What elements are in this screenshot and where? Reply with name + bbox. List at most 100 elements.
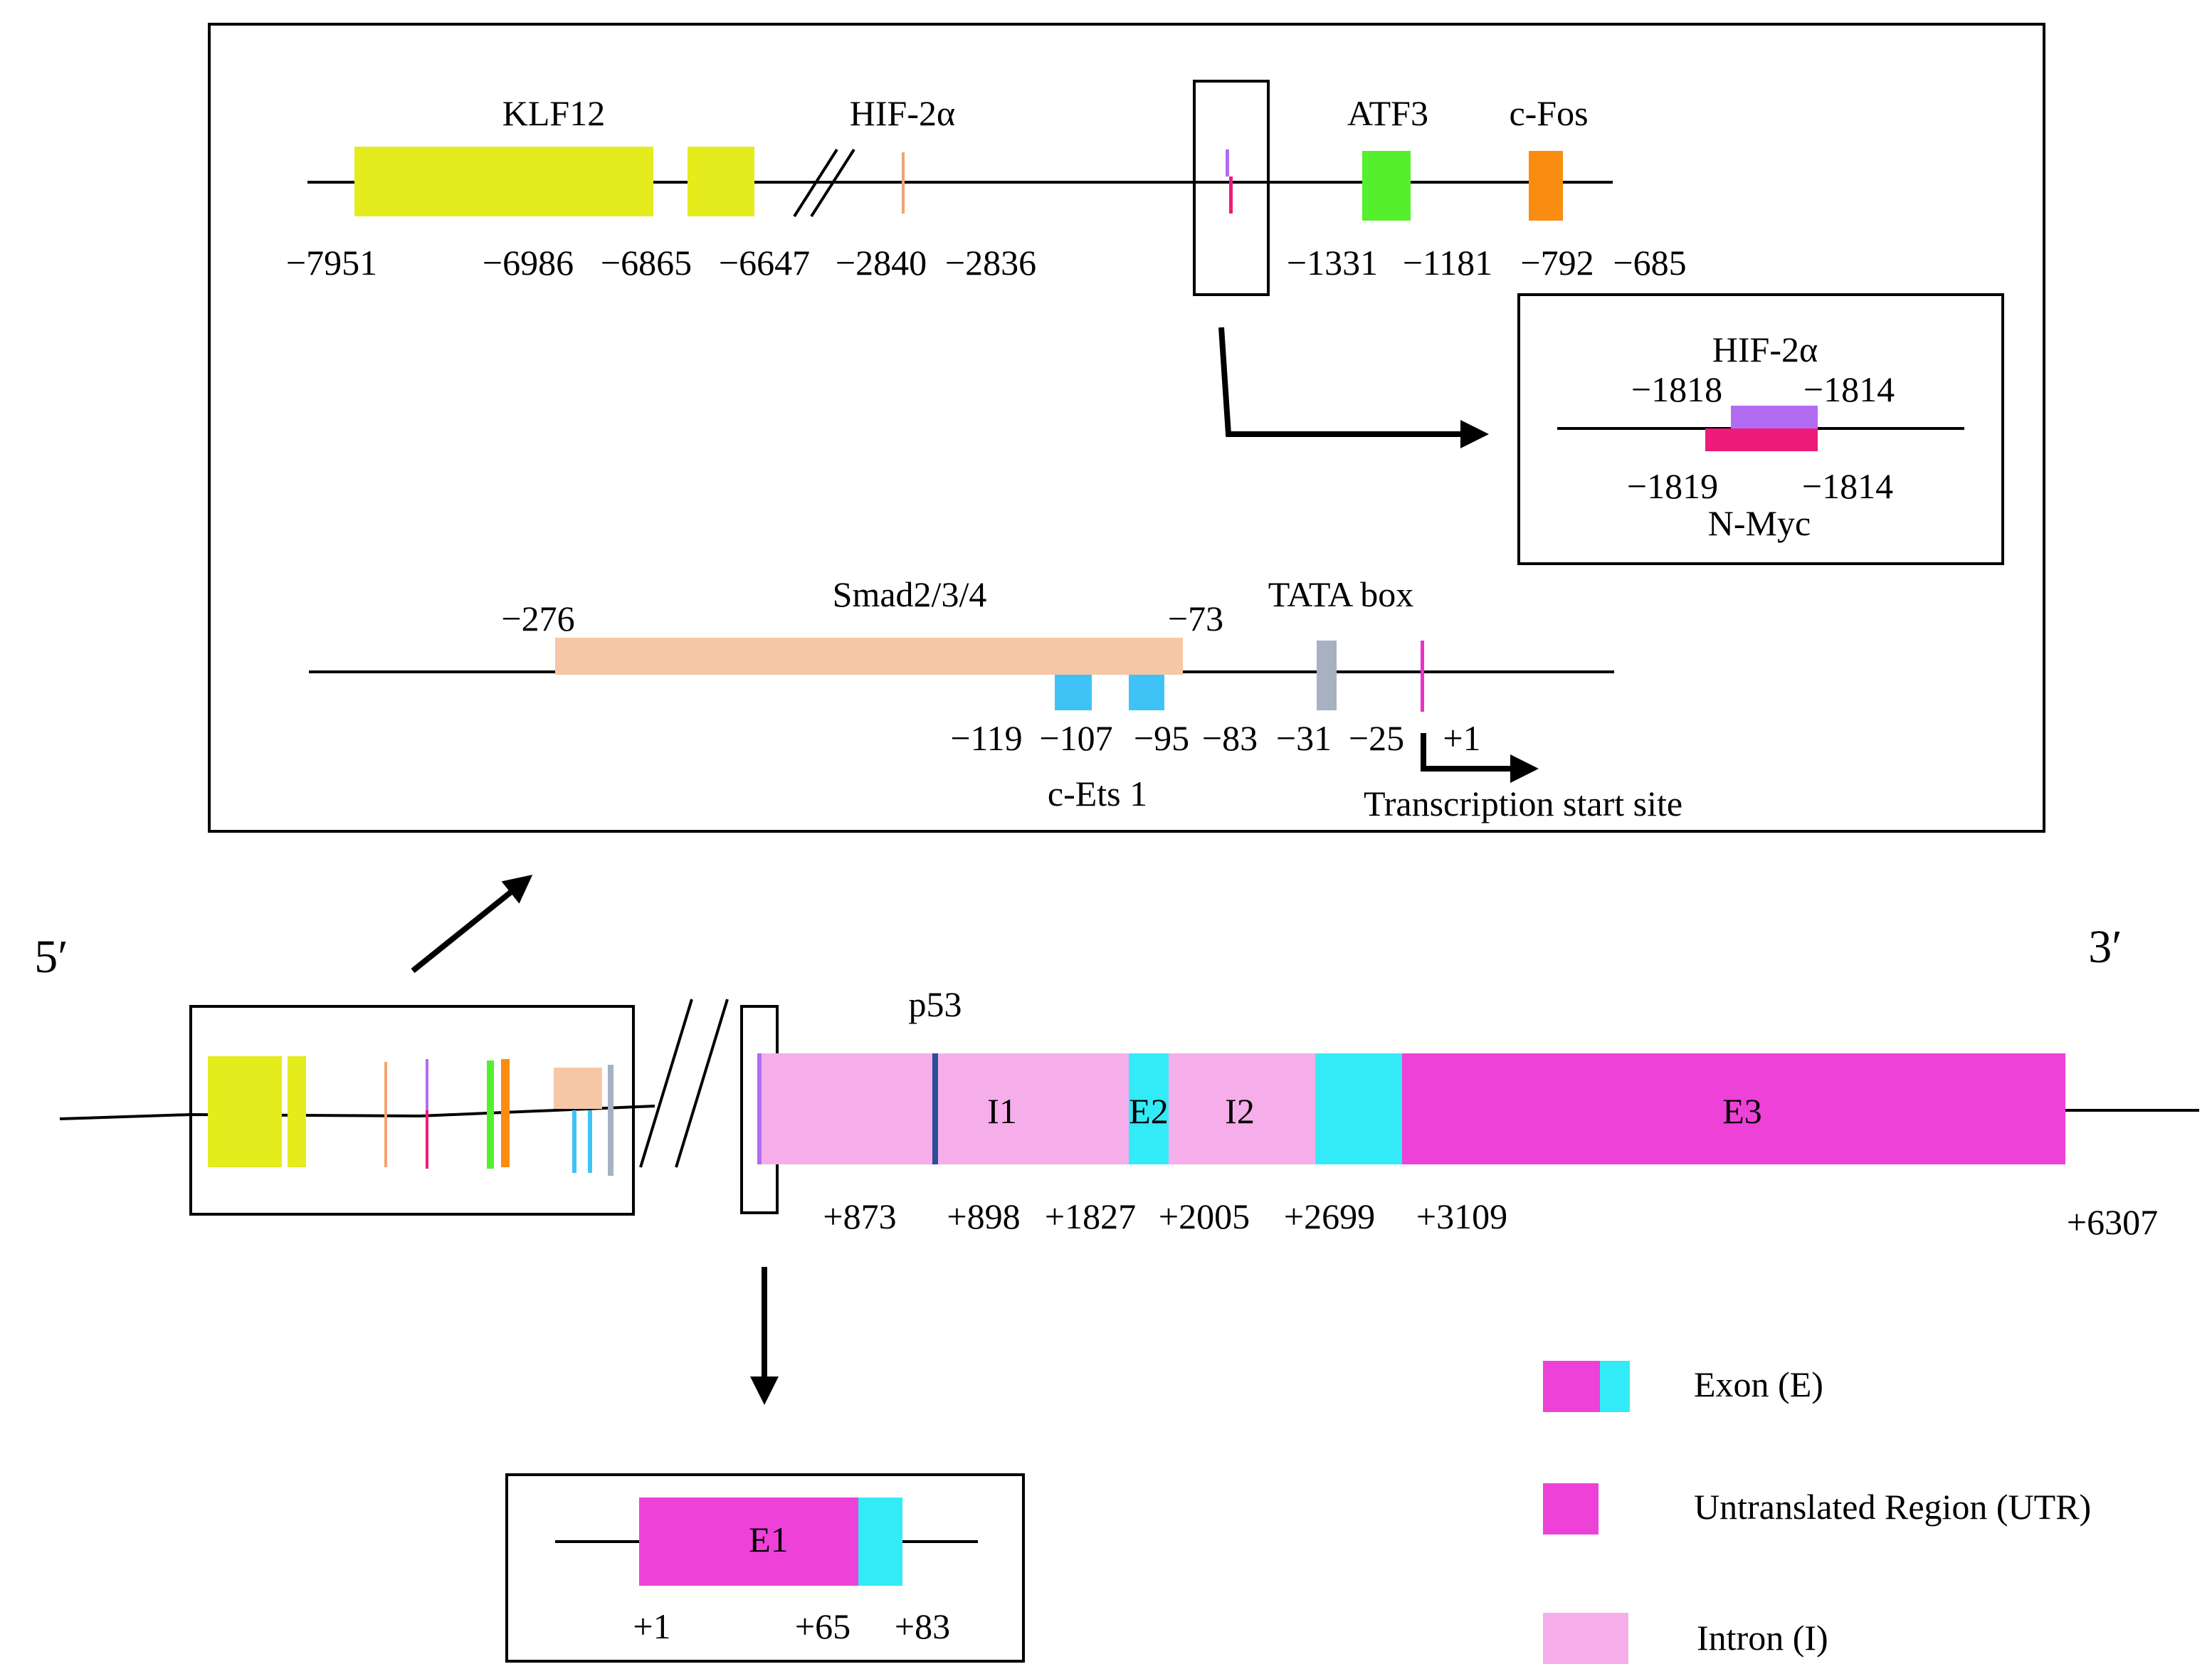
intron-1-label: I1: [987, 1091, 1017, 1131]
intron-2-label: I2: [1225, 1091, 1255, 1131]
atf3-label: ATF3: [1347, 93, 1428, 133]
gene-pos-label: +2005: [1159, 1196, 1250, 1236]
pos-label: −6986: [483, 243, 574, 283]
exon1-pos-label: +1: [633, 1606, 670, 1646]
pos-label: −107: [1039, 718, 1112, 758]
inset-hif2a-site: [1731, 406, 1818, 428]
upstream-panel: KLF12 HIF-2α ATF3 c-Fos −7951 −6986 −686…: [208, 23, 2045, 833]
inset-nmyc-label: N-Myc: [1708, 503, 1811, 543]
pos-label: −83: [1202, 718, 1258, 758]
inset-pos-label: −1818: [1631, 369, 1722, 409]
pos-label: −6647: [719, 243, 810, 283]
smad-mini: [554, 1068, 602, 1109]
zoom-box-hif-nmyc: [1193, 80, 1270, 296]
legend-swatch-exon-utr: [1543, 1361, 1600, 1412]
hif2a-label: HIF-2α: [850, 93, 955, 133]
cfos-label: c-Fos: [1509, 93, 1588, 133]
cfos-mini: [501, 1059, 510, 1167]
legend-utr-label: Untranslated Region (UTR): [1694, 1487, 2091, 1527]
legend-swatch-utr: [1543, 1483, 1599, 1534]
pos-label: −25: [1349, 718, 1404, 758]
tss-arrow: [1421, 733, 1539, 783]
promoter-summary: [189, 1005, 635, 1216]
klf12-mini-2: [288, 1056, 306, 1167]
gene-break-mark-2: [675, 999, 729, 1168]
nmyc-site-small: [1229, 177, 1233, 214]
zoom-arrow: [1218, 327, 1489, 448]
tata-mini: [608, 1065, 613, 1176]
promoter-summary-frame: [189, 1005, 635, 1216]
pos-label: −119: [950, 718, 1022, 758]
hif2a-mini-box: [426, 1059, 428, 1110]
five-prime-label: 5′: [34, 931, 68, 983]
gene-break-mark-1: [639, 999, 693, 1168]
cets-label: c-Ets 1: [1048, 774, 1147, 814]
smad-label: Smad2/3/4: [833, 574, 987, 614]
promoter-row-2: Smad2/3/4 −276 −73 TATA box −119 −107 −9…: [309, 574, 1682, 823]
exon-2: [1129, 1053, 1169, 1164]
gene-pos-label: +898: [947, 1196, 1020, 1236]
tss-mark: [1421, 641, 1424, 712]
zoom-arrow-promoter: [411, 874, 533, 974]
exon-3-cds: [1315, 1053, 1402, 1164]
nmyc-mini: [426, 1110, 428, 1169]
hif2a-site-small: [1226, 149, 1229, 177]
inset-hif-nmyc: HIF-2α −1818 −1814 −1819 −1814 N-Myc: [1517, 293, 2004, 565]
cfos-site: [1529, 151, 1563, 221]
pos-label: −7951: [286, 243, 377, 283]
klf12-site-2: [688, 147, 754, 216]
break-mark-1: [793, 148, 838, 218]
exon1-cds: [858, 1497, 902, 1586]
cets-site-2: [1129, 675, 1164, 710]
inset-nmyc-site: [1705, 428, 1818, 451]
p53-label: p53: [909, 984, 962, 1024]
exon-1-mini-mark: [757, 1053, 762, 1164]
pos-label: −6865: [601, 243, 692, 283]
upstream-panel-frame: [208, 23, 2045, 833]
gene-pos-label: +1827: [1045, 1196, 1136, 1236]
cets-mini-2: [588, 1110, 592, 1173]
cets-site-1: [1055, 675, 1092, 710]
exon1-pos-label: +65: [795, 1606, 850, 1646]
klf12-site-1: [354, 147, 653, 216]
legend-swatch-exon-cds: [1600, 1361, 1630, 1412]
gene-pos-label: +2699: [1284, 1196, 1375, 1236]
pos-label: −792: [1520, 243, 1594, 283]
gene-pos-label: +6307: [2067, 1202, 2158, 1242]
inset-pos-label: −1814: [1803, 369, 1895, 409]
pos-label: −1181: [1403, 243, 1492, 283]
break-mark-2: [810, 148, 855, 218]
pos-label: −2836: [945, 243, 1036, 283]
pos-label: +1: [1443, 718, 1480, 758]
p53-site: [932, 1053, 938, 1164]
exon1-label: E1: [749, 1520, 789, 1559]
inset-hif2a-label: HIF-2α: [1712, 330, 1818, 369]
pos-label: −1331: [1287, 243, 1378, 283]
tss-label: Transcription start site: [1364, 784, 1682, 823]
legend-swatch-intron: [1543, 1613, 1628, 1664]
exon1-panel-frame: [505, 1473, 1025, 1663]
intron-1: [762, 1053, 1129, 1164]
legend: Exon (E) Untranslated Region (UTR) Intro…: [1543, 1361, 2091, 1664]
klf12-mini-1: [208, 1056, 282, 1167]
exon-3-label: E3: [1722, 1091, 1762, 1131]
intron-2: [1169, 1053, 1315, 1164]
inset-pos-label: −1814: [1802, 466, 1893, 506]
legend-exon-label: Exon (E): [1694, 1364, 1823, 1404]
gene-pos-label: +3109: [1416, 1196, 1507, 1236]
klf12-label: KLF12: [502, 93, 605, 133]
inset-pos-label: −1819: [1627, 466, 1718, 506]
exon-2-label: E2: [1129, 1091, 1169, 1131]
tata-box: [1317, 641, 1337, 710]
exon1-utr: [639, 1497, 858, 1586]
exon1-pos-label: +83: [895, 1606, 950, 1646]
pos-label: −31: [1276, 718, 1332, 758]
smad-site: [555, 638, 1183, 675]
smad-end-label: −73: [1168, 599, 1223, 638]
smad-start-label: −276: [501, 599, 574, 638]
pos-label: −685: [1613, 243, 1686, 283]
exon-3-utr: [1402, 1053, 2065, 1164]
gene-structure: 5′ 3′ p53 I1 E: [34, 921, 2199, 1242]
gene-pos-label: +873: [823, 1196, 896, 1236]
